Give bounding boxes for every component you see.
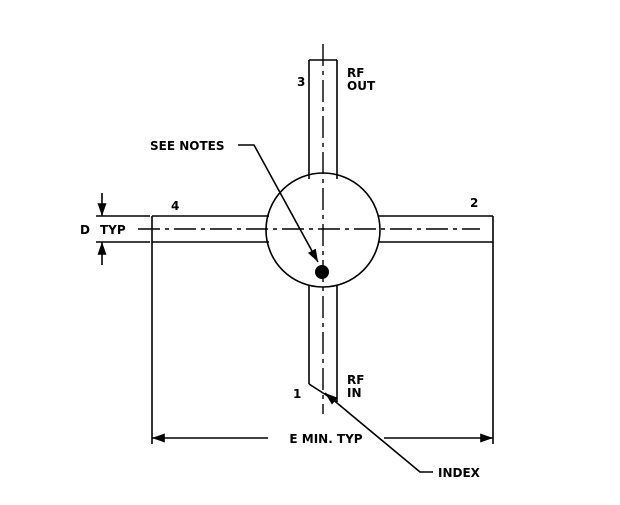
d-typ-dimension bbox=[96, 193, 150, 265]
index-dot bbox=[315, 265, 329, 279]
index-label: INDEX bbox=[438, 466, 481, 480]
e-dimension-label: E MIN. TYP bbox=[289, 432, 362, 446]
e-min-typ-dimension bbox=[151, 242, 494, 444]
rf-out-label-line1: RF bbox=[347, 66, 364, 80]
index-leader bbox=[324, 392, 433, 473]
pin-1-label: 1 bbox=[293, 387, 301, 401]
pin-4-label: 4 bbox=[171, 199, 179, 213]
d-typ-label-d: D bbox=[80, 223, 90, 237]
pin-2-label: 2 bbox=[470, 196, 478, 210]
see-notes-label: SEE NOTES bbox=[150, 139, 224, 153]
d-typ-label-typ: TYP bbox=[100, 223, 126, 237]
rf-out-label-line2: OUT bbox=[347, 79, 376, 93]
rf-in-label-line2: IN bbox=[347, 386, 362, 400]
rf-in-label-line1: RF bbox=[347, 373, 364, 387]
see-notes-leader bbox=[238, 144, 319, 263]
lead-2 bbox=[378, 215, 494, 243]
pin-3-label: 3 bbox=[297, 75, 305, 89]
